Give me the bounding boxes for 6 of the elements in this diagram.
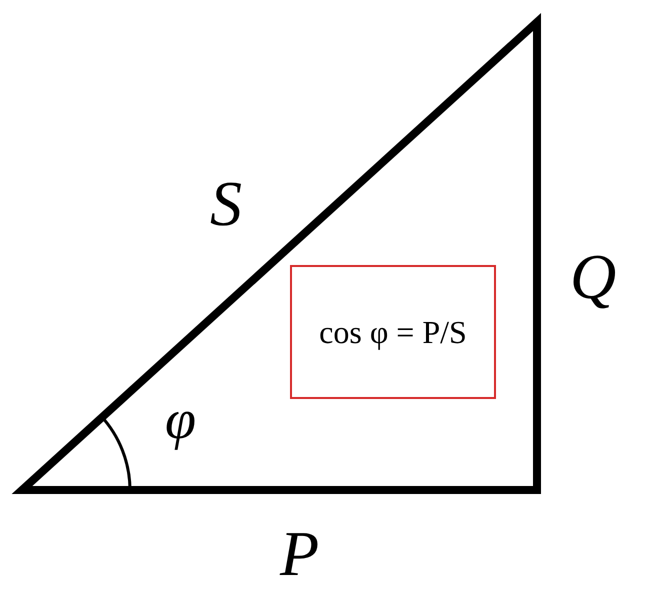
- angle-label: φ: [165, 392, 196, 448]
- formula: cos φ = P/S: [319, 314, 467, 350]
- side-label: P: [280, 522, 320, 586]
- formula-box: [290, 265, 496, 399]
- side-label: Q: [570, 245, 616, 309]
- side-label: S: [210, 172, 242, 236]
